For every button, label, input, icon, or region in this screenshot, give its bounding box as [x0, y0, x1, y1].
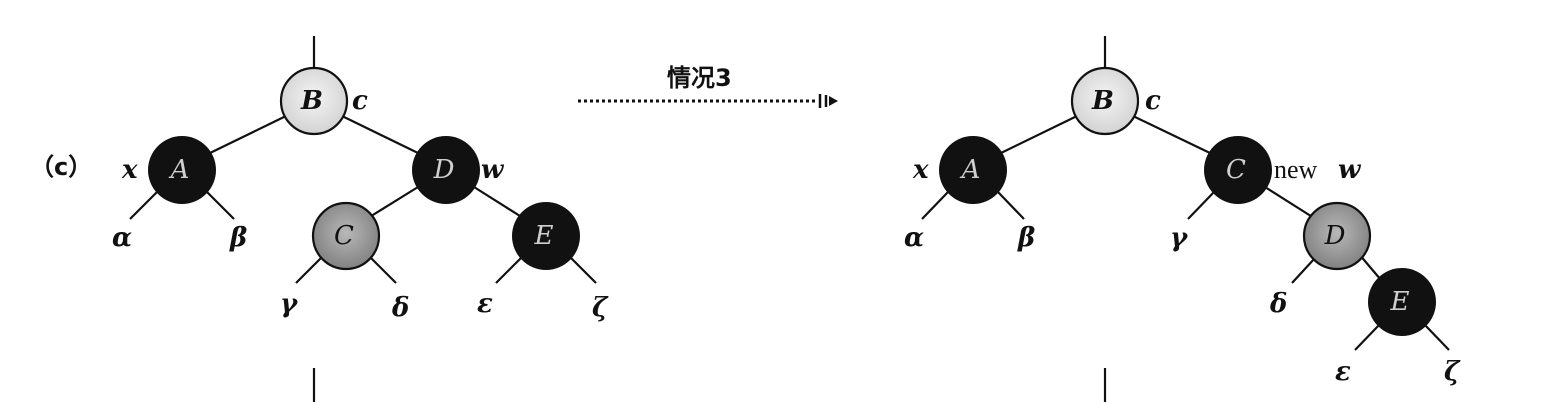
left-edge-D-E [473, 186, 521, 217]
right-leaf-alpha: α [904, 223, 924, 253]
right-node-C-label: C [1226, 155, 1246, 185]
left-annotation-c: c [352, 86, 368, 116]
left-node-C-label: C [334, 221, 354, 251]
right-annotation-w: w [1338, 155, 1362, 185]
transition-label: 情况3 [667, 64, 732, 92]
right-node-B: B [1070, 66, 1140, 136]
right-node-C: C [1204, 136, 1272, 204]
left-edge-A-alpha [129, 191, 158, 220]
left-tree: B A D C E c x w α β γ δ ε ζ [112, 36, 609, 402]
left-edge-E-epsilon [495, 257, 522, 284]
right-annotation-new: new [1274, 155, 1318, 184]
left-edge-D-C [367, 186, 419, 219]
transition-arrow: 情况3 [578, 64, 838, 108]
right-leaf-beta: β [1017, 223, 1035, 253]
right-edge-D-delta [1291, 257, 1316, 284]
left-leaf-alpha: α [112, 223, 132, 253]
left-node-E: E [512, 202, 580, 270]
right-edge-E-zeta [1423, 323, 1450, 351]
left-node-A: A [148, 136, 216, 204]
right-node-E: E [1368, 268, 1436, 336]
right-edge-A-beta [997, 191, 1025, 220]
left-node-B-label: B [300, 86, 323, 116]
right-edge-A-alpha [921, 191, 949, 220]
left-annotation-x: x [121, 155, 138, 185]
panel-label: （c） [30, 153, 92, 181]
right-tree: B A C D E c x new w α β γ δ ε ζ [904, 36, 1461, 402]
left-node-A-label: A [169, 155, 190, 185]
right-node-B-label: B [1091, 86, 1114, 116]
right-leaf-zeta: ζ [1444, 357, 1461, 387]
left-node-D-label: D [433, 155, 455, 185]
right-edge-E-epsilon [1354, 323, 1381, 351]
right-edge-B-A [1000, 115, 1078, 154]
left-edge-B-D [341, 115, 419, 154]
right-edge-C-D [1264, 186, 1315, 219]
right-leaf-delta: δ [1269, 289, 1287, 319]
transition-arrow-head [829, 96, 838, 106]
left-node-B: B [279, 66, 349, 136]
right-node-D-label: D [1324, 221, 1346, 251]
right-node-A-label: A [960, 155, 981, 185]
left-edge-E-zeta [570, 257, 597, 284]
right-node-A: A [939, 136, 1007, 204]
left-leaf-delta: δ [391, 293, 409, 323]
left-leaf-zeta: ζ [592, 293, 609, 323]
left-edge-C-gamma [295, 257, 322, 284]
right-edge-B-C [1132, 115, 1211, 154]
left-node-C: C [311, 201, 381, 271]
right-annotation-x: x [912, 155, 929, 185]
right-annotation-c: c [1145, 86, 1161, 116]
right-edge-C-gamma [1187, 191, 1215, 220]
right-leaf-epsilon: ε [1335, 357, 1351, 387]
left-edge-C-delta [370, 257, 397, 284]
left-leaf-gamma: γ [280, 289, 299, 319]
left-leaf-beta: β [229, 223, 247, 253]
left-node-D: D [412, 136, 480, 204]
right-node-D: D [1302, 201, 1372, 271]
right-node-E-label: E [1390, 287, 1410, 317]
left-edge-B-A [209, 115, 287, 154]
right-leaf-gamma: γ [1170, 223, 1189, 253]
left-annotation-w: w [481, 155, 505, 185]
left-leaf-epsilon: ε [477, 289, 493, 319]
left-node-E-label: E [534, 221, 554, 251]
left-edge-A-beta [206, 191, 235, 220]
